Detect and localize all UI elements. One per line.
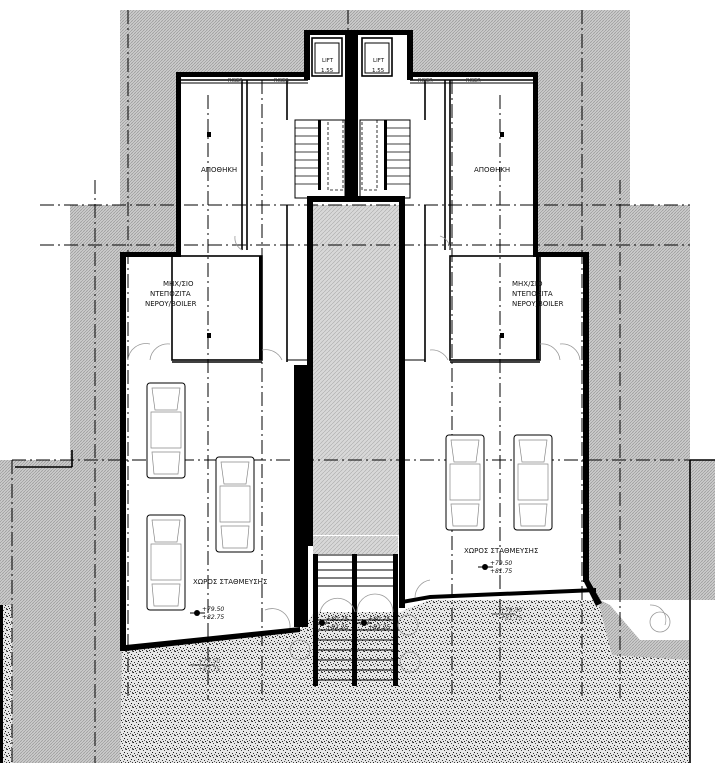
svg-text:ΝΤΕΠΟΖΙΤΑ: ΝΤΕΠΟΖΙΤΑ	[150, 290, 191, 298]
lift-left-dimension: 1.55	[321, 68, 334, 74]
level-marker-parking-right: +79.50 +81.75	[478, 560, 512, 575]
lift-right-dimension: 1.55	[372, 68, 385, 74]
svg-text:ΝΕΡΟΥ/BOILER: ΝΕΡΟΥ/BOILER	[512, 300, 564, 308]
svg-text:+79.50: +79.50	[490, 560, 512, 567]
car-left-3	[146, 514, 186, 611]
svg-text:+82.75: +82.75	[202, 614, 224, 621]
level-marker-entry-left: +80.75 +82.25	[315, 616, 348, 631]
stairs-entrance	[313, 536, 398, 681]
svg-text:+82.75: +82.75	[198, 666, 220, 673]
svg-text:+80.75: +80.75	[326, 616, 348, 623]
room-label-parking-right: ΧΩΡΟΣ ΣΤΑΘΜΕΥΣΗΣ	[464, 547, 538, 555]
room-label-mech-left: ΜΗΧ/ΣΙΟ ΝΤΕΠΟΖΙΤΑ ΝΕΡΟΥ/BOILER	[145, 280, 197, 308]
svg-text:+82.25: +82.25	[326, 624, 348, 631]
room-label-parking-left: ΧΩΡΟΣ ΣΤΑΘΜΕΥΣΗΣ	[193, 578, 267, 586]
svg-text:+79.50: +79.50	[500, 607, 522, 614]
door-swings	[127, 235, 671, 673]
level-marker-ext-right: +79.50 +81.75	[492, 607, 522, 622]
level-marker-ext-left: +79.50 +82.75	[190, 658, 220, 673]
svg-text:+82.25: +82.25	[368, 624, 390, 631]
room-label-mech-right: ΜΗΧ/ΣΙΟ ΝΤΕΠΟΖΙΤΑ ΝΕΡΟΥ/BOILER	[512, 280, 564, 308]
car-left-2	[215, 456, 255, 553]
lift-left: LIFT 1.55	[311, 37, 343, 77]
svg-text:ΜΗΧ/ΣΙΟ: ΜΗΧ/ΣΙΟ	[512, 280, 543, 288]
svg-text:+79.50: +79.50	[202, 606, 224, 613]
riser-label: RISER	[418, 78, 433, 84]
riser-label: RISER	[274, 78, 289, 84]
central-ramp	[312, 205, 400, 535]
svg-text:+81.75: +81.75	[490, 568, 512, 575]
car-right-2	[513, 434, 553, 531]
car-right-1	[445, 434, 485, 531]
riser-label: RISER	[466, 78, 481, 84]
svg-text:ΝΤΕΠΟΖΙΤΑ: ΝΤΕΠΟΖΙΤΑ	[512, 290, 553, 298]
svg-text:ΝΕΡΟΥ/BOILER: ΝΕΡΟΥ/BOILER	[145, 300, 197, 308]
lift-right-label: LIFT	[373, 58, 385, 64]
lift-right: LIFT 1.55	[361, 37, 393, 77]
svg-text:+80.75: +80.75	[368, 616, 390, 623]
svg-text:+81.75: +81.75	[500, 615, 522, 622]
level-marker-parking-left: +79.50 +82.75	[190, 606, 224, 621]
svg-text:+79.50: +79.50	[198, 658, 220, 665]
svg-text:ΜΗΧ/ΣΙΟ: ΜΗΧ/ΣΙΟ	[163, 280, 194, 288]
stairs-top	[294, 119, 411, 199]
interior-walls	[171, 79, 541, 363]
riser-label: RISER	[228, 78, 243, 84]
room-label-storage-left: ΑΠΟΘΗΚΗ	[201, 166, 237, 174]
lift-left-label: LIFT	[322, 58, 334, 64]
level-marker-entry-right: +80.75 +82.25	[357, 616, 390, 631]
room-label-storage-right: ΑΠΟΘΗΚΗ	[474, 166, 510, 174]
car-left-1	[146, 382, 186, 479]
